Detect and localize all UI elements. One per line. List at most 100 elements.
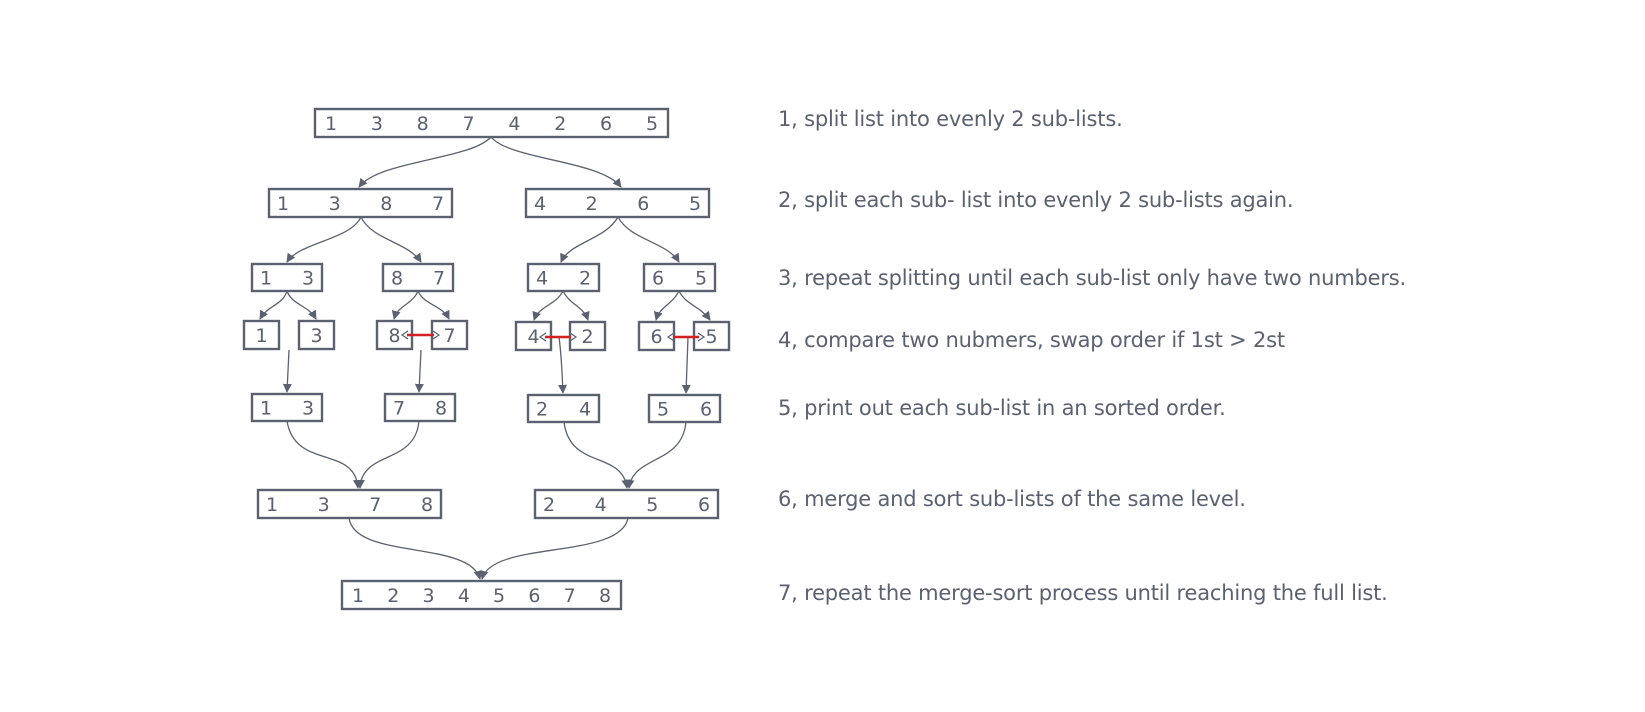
list-box-compare-1: 1 bbox=[242, 319, 281, 351]
swap-indicator-8-7 bbox=[400, 330, 441, 340]
merge-edge bbox=[563, 421, 631, 489]
swap-indicators bbox=[400, 330, 706, 342]
list-number: 4 bbox=[508, 113, 520, 135]
split-edge bbox=[417, 290, 450, 320]
split-edge bbox=[286, 290, 317, 320]
list-number: 1 bbox=[325, 113, 337, 135]
list-number: 7 bbox=[369, 494, 381, 516]
sort-edge bbox=[282, 349, 292, 393]
list-box-compare-7: 6 bbox=[637, 320, 676, 352]
merge-edge bbox=[348, 517, 483, 580]
box-frame bbox=[242, 319, 281, 351]
list-number: 6 bbox=[652, 268, 664, 290]
list-number: 1 bbox=[352, 585, 364, 607]
box-frame bbox=[383, 392, 457, 423]
box-frame bbox=[340, 579, 623, 611]
list-number: 6 bbox=[650, 326, 662, 348]
box-frame bbox=[297, 319, 336, 351]
list-number: 1 bbox=[255, 325, 267, 347]
box-frame bbox=[313, 107, 670, 139]
list-number: 5 bbox=[646, 113, 658, 135]
box-frame bbox=[526, 393, 601, 424]
split-edge bbox=[490, 136, 622, 188]
list-number: 6 bbox=[700, 399, 712, 421]
list-number: 2 bbox=[586, 193, 598, 215]
list-number: 3 bbox=[310, 325, 322, 347]
list-number: 3 bbox=[423, 585, 435, 607]
list-number: 2 bbox=[387, 585, 399, 607]
list-number: 7 bbox=[564, 585, 576, 607]
box-frame bbox=[533, 488, 720, 520]
split-edge bbox=[678, 290, 711, 321]
list-number: 7 bbox=[443, 325, 455, 347]
split-edge bbox=[617, 216, 680, 263]
box-frame bbox=[637, 320, 676, 352]
list-number: 2 bbox=[543, 494, 555, 516]
list-number: 4 bbox=[527, 326, 539, 348]
list-number: 1 bbox=[260, 268, 272, 290]
list-number: 7 bbox=[393, 398, 405, 420]
split-edge bbox=[653, 290, 680, 321]
box-frame bbox=[526, 262, 601, 293]
connector-arrows bbox=[259, 136, 711, 580]
list-box-compare-6: 2 bbox=[568, 320, 607, 352]
list-number: 8 bbox=[435, 398, 447, 420]
list-number: 2 bbox=[536, 399, 548, 421]
list-number: 8 bbox=[599, 585, 611, 607]
list-number: 8 bbox=[380, 193, 392, 215]
list-number: 1 bbox=[266, 494, 278, 516]
list-number: 5 bbox=[705, 326, 717, 348]
list-number: 3 bbox=[302, 398, 314, 420]
list-number: 7 bbox=[433, 268, 445, 290]
merge-edge bbox=[479, 517, 629, 580]
list-number: 8 bbox=[417, 113, 429, 135]
list-number: 1 bbox=[277, 193, 289, 215]
split-edge bbox=[286, 216, 362, 263]
box-frame bbox=[568, 320, 607, 352]
split-edge bbox=[560, 216, 619, 263]
box-frame bbox=[250, 262, 324, 293]
swap-indicator-6-5 bbox=[666, 332, 706, 342]
list-box-compare-8: 5 bbox=[692, 320, 731, 352]
merge-edge bbox=[625, 421, 687, 489]
split-edge bbox=[391, 290, 419, 320]
split-edge bbox=[358, 136, 492, 188]
list-number: 2 bbox=[554, 113, 566, 135]
list-number: 2 bbox=[581, 326, 593, 348]
list-number: 5 bbox=[646, 494, 658, 516]
list-number: 4 bbox=[579, 399, 591, 421]
list-box-compare-2: 3 bbox=[297, 319, 336, 351]
list-number: 5 bbox=[695, 268, 707, 290]
list-number: 5 bbox=[657, 399, 669, 421]
list-number: 8 bbox=[391, 268, 403, 290]
split-edge bbox=[360, 216, 422, 263]
box-frame bbox=[524, 187, 711, 219]
list-number: 3 bbox=[318, 494, 330, 516]
list-number: 5 bbox=[493, 585, 505, 607]
list-box-compare-4: 7 bbox=[430, 319, 469, 351]
list-number: 3 bbox=[302, 268, 314, 290]
sort-edge bbox=[414, 349, 424, 393]
list-number: 6 bbox=[698, 494, 710, 516]
sort-edge bbox=[681, 336, 691, 394]
list-box-compare-3: 8 bbox=[375, 319, 414, 351]
list-number: 4 bbox=[536, 268, 548, 290]
list-number: 5 bbox=[689, 193, 701, 215]
swap-indicator-4-2 bbox=[538, 332, 578, 342]
merge-edge bbox=[286, 420, 362, 489]
box-frame bbox=[267, 187, 454, 219]
list-number: 8 bbox=[421, 494, 433, 516]
list-number: 6 bbox=[600, 113, 612, 135]
